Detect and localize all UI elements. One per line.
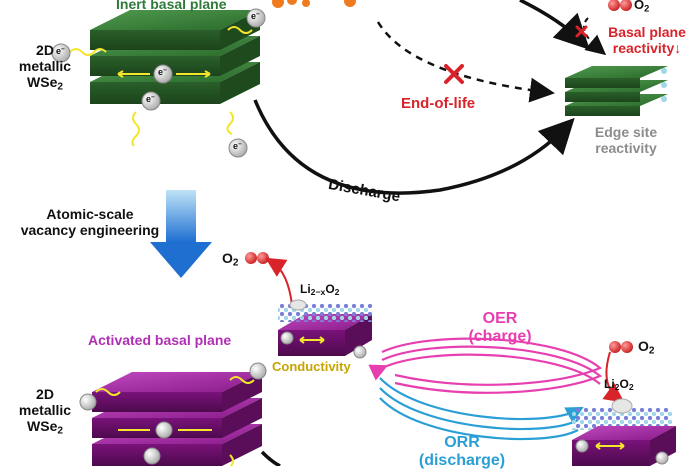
- electron-label: e−: [146, 94, 155, 104]
- electron-label: e−: [251, 11, 260, 21]
- o2-molecule-icon: [608, 0, 632, 11]
- edge-site-reactivity-label: Edge site reactivity: [594, 124, 658, 157]
- activated-basal-plane-label: Activated basal plane: [88, 332, 232, 348]
- li2o2-label: Li2O2: [604, 377, 634, 393]
- electron-label: e−: [233, 141, 242, 151]
- orange-molecules-icon: [272, 0, 356, 8]
- electron-label: e−: [56, 46, 65, 56]
- end-of-life-arrow: [376, 21, 555, 103]
- engineering-arrow-shaft: [166, 190, 196, 242]
- o2-label-middle: O2: [222, 250, 239, 269]
- activated-wse2-stack: [92, 372, 262, 466]
- electron-label: e−: [158, 67, 167, 77]
- material-label-top: 2D metallic WSe2: [18, 42, 72, 93]
- o2-label-bottom: O2: [638, 338, 655, 357]
- inert-basal-plane-label: Inert basal plane: [116, 0, 227, 12]
- inert-wse2-stack: [90, 10, 260, 104]
- activated-slab-center: [278, 299, 372, 359]
- electron-flow-arrows: [69, 26, 253, 147]
- engineering-arrow-head: [150, 242, 212, 278]
- blocked-x-icon: [444, 64, 464, 84]
- oer-loops: [368, 337, 603, 394]
- electron-icon: [51, 8, 266, 158]
- electron-icon: [79, 362, 267, 465]
- orr-label: ORR (discharge): [418, 434, 506, 470]
- orr-loops: [379, 377, 584, 441]
- vacancy-engineering-label: Atomic-scale vacancy engineering: [20, 206, 160, 239]
- oer-label: OER (charge): [468, 310, 532, 346]
- end-of-life-label: End-of-life: [401, 95, 476, 112]
- o2-release-arrow: [265, 257, 293, 306]
- material-label-bottom: 2D metallic WSe2: [18, 386, 72, 437]
- li2xo2-label: Li2−xO2: [300, 282, 340, 298]
- discharge-arrow: [253, 99, 575, 195]
- basal-plane-reactivity-label: Basal plane reactivity↓: [608, 24, 686, 57]
- o2-label-top: O2: [634, 0, 650, 14]
- o2-molecule-icon: [609, 341, 633, 353]
- small-red-x-icon: [575, 25, 588, 38]
- activated-slab-right: [572, 398, 676, 466]
- o2-dashed-arrow: [583, 17, 607, 56]
- o2-adsorb-arrow: [602, 351, 625, 403]
- conductivity-label: Conductivity: [272, 359, 351, 374]
- end-of-life-stack: [565, 66, 668, 116]
- cycle-arrow-bottom: [260, 450, 281, 466]
- o2-molecule-icon: [245, 252, 269, 264]
- cycle-arrow-top: [519, 0, 590, 50]
